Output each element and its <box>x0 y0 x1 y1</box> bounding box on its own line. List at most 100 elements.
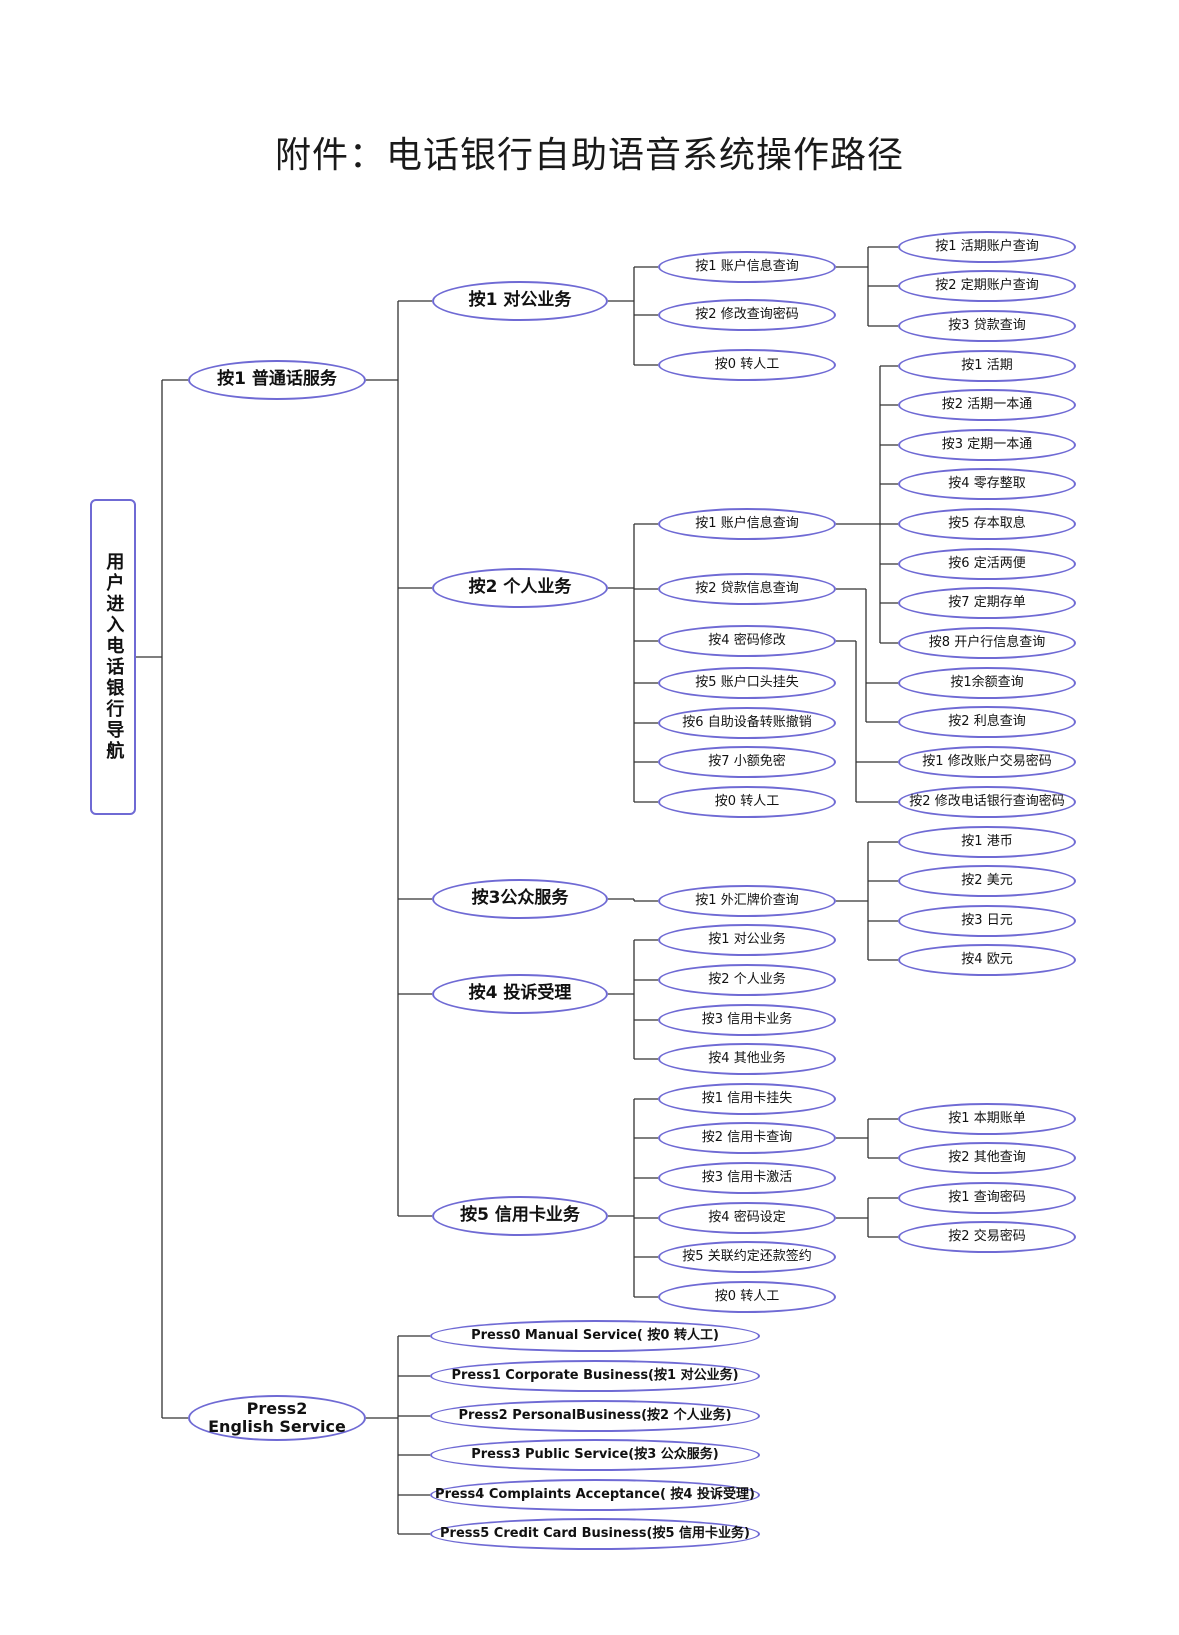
node-label: 按5 账户口头挂失 <box>695 674 799 690</box>
node-label: 按1 对公业务 <box>708 931 786 947</box>
node-label: 按2 修改查询密码 <box>695 306 799 322</box>
node-press0-manual-service: Press0 Manual Service( 按0 转人工) <box>430 1320 760 1352</box>
node-label: 按2 个人业务 <box>708 971 786 987</box>
connector-n-c2-0 <box>836 841 898 961</box>
node-label: 按0 转人工 <box>714 1288 780 1304</box>
node-manual-service: 按0 转人工 <box>658 786 836 818</box>
node-credit-card-business: 按5 信用卡业务 <box>432 1196 608 1236</box>
node-label: Press5 Credit Card Business(按5 信用卡业务) <box>440 1525 750 1541</box>
node-label: 按2 修改电话银行查询密码 <box>909 793 1065 809</box>
node-personal-business: 按2 个人业务 <box>432 568 608 608</box>
node-label: 按4 其他业务 <box>708 1050 786 1066</box>
node-complaint-personal: 按2 个人业务 <box>658 964 836 996</box>
node-label: 按0 转人工 <box>714 356 780 372</box>
node-fx-rate-query: 按1 外汇牌价查询 <box>658 885 836 917</box>
node-label: 按1 外汇牌价查询 <box>695 892 799 908</box>
node-label: 按1 港币 <box>961 833 1013 849</box>
connector-n-eng <box>366 1335 430 1535</box>
node-label-line1: Press2 <box>246 1398 308 1418</box>
connector-n-c4 <box>608 1098 658 1298</box>
node-branch-info-query: 按8 开户行信息查询 <box>898 627 1076 659</box>
node-label: 按2 定期账户查询 <box>935 277 1039 293</box>
node-label: 按5 关联约定还款签约 <box>682 1248 812 1264</box>
node-complaint-other: 按4 其他业务 <box>658 1043 836 1075</box>
node-self-service-transfer-reversal: 按6 自助设备转账撤销 <box>658 707 836 739</box>
node-verbal-loss-report: 按5 账户口头挂失 <box>658 667 836 699</box>
node-label: 按2 交易密码 <box>948 1228 1026 1244</box>
node-fixed-passbook: 按3 定期一本通 <box>898 429 1076 461</box>
node-change-query-password: 按2 修改查询密码 <box>658 299 836 331</box>
connector-n-root <box>136 379 188 1419</box>
connector-n-c1-2 <box>836 640 898 803</box>
node-current-passbook: 按2 活期一本通 <box>898 389 1076 421</box>
node-label: 按8 开户行信息查询 <box>928 634 1046 650</box>
node-password-setting: 按4 密码设定 <box>658 1202 836 1234</box>
node-label: 按1余额查询 <box>950 674 1024 690</box>
node-lump-sum-deposit: 按4 零存整取 <box>898 468 1076 500</box>
connector-n-c1-1 <box>836 588 898 723</box>
connector-n-mand <box>366 300 432 1217</box>
node-auto-repayment-signup: 按5 关联约定还款签约 <box>658 1241 836 1273</box>
node-interest-query: 按2 利息查询 <box>898 706 1076 738</box>
node-label: 按3 信用卡激活 <box>701 1169 793 1185</box>
node-label: 按1 普通话服务 <box>217 369 337 390</box>
node-label: 按1 活期账户查询 <box>935 238 1039 254</box>
connector-n-c0-0 <box>836 246 898 327</box>
node-password-change: 按4 密码修改 <box>658 625 836 657</box>
node-label: 按1 活期 <box>961 357 1013 373</box>
node-label: Press3 Public Service(按3 公众服务) <box>471 1446 719 1462</box>
connector-n-c4-3 <box>836 1197 898 1238</box>
node-label: 按4 密码设定 <box>708 1209 786 1225</box>
node-label: 按4 投诉受理 <box>468 983 572 1004</box>
connector-n-c2 <box>608 898 658 902</box>
node-fixed-current-flexible: 按6 定活两便 <box>898 548 1076 580</box>
node-account-info-query: 按1 账户信息查询 <box>658 251 836 283</box>
node-label: 按1 对公业务 <box>468 290 572 311</box>
node-card-query: 按2 信用卡查询 <box>658 1122 836 1154</box>
node-label: Press0 Manual Service( 按0 转人工) <box>471 1327 719 1343</box>
node-label: 按5 信用卡业务 <box>460 1205 580 1226</box>
node-hkd: 按1 港币 <box>898 826 1076 858</box>
connector-n-c1-0 <box>836 365 898 644</box>
node-label: 按2 利息查询 <box>948 713 1026 729</box>
node-balance-query: 按1余额查询 <box>898 667 1076 699</box>
node-label: 按4 欧元 <box>961 951 1013 967</box>
node-label: 按1 信用卡挂失 <box>701 1090 793 1106</box>
page-title: 附件：电话银行自助语音系统操作路径 <box>274 135 904 176</box>
node-fixed-deposit-receipt: 按7 定期存单 <box>898 587 1076 619</box>
node-public-service: 按3公众服务 <box>432 879 608 919</box>
node-manual-service: 按0 转人工 <box>658 1281 836 1313</box>
node-label: Press4 Complaints Acceptance( 按4 投诉受理) <box>435 1486 755 1502</box>
node-complaints: 按4 投诉受理 <box>432 974 608 1014</box>
node-other-query: 按2 其他查询 <box>898 1142 1076 1174</box>
node-label: 按6 自助设备转账撤销 <box>682 714 812 730</box>
node-mandarin-service: 按1 普通话服务 <box>188 360 366 400</box>
node-label: Press1 Corporate Business(按1 对公业务) <box>451 1367 739 1383</box>
node-small-amount-password-free: 按7 小额免密 <box>658 746 836 778</box>
node-label: 按3 信用卡业务 <box>701 1011 793 1027</box>
node-label: 按1 账户信息查询 <box>695 515 799 531</box>
node-change-transaction-password: 按1 修改账户交易密码 <box>898 746 1076 778</box>
node-label: 按1 修改账户交易密码 <box>922 753 1052 769</box>
node-label: 按5 存本取息 <box>948 515 1026 531</box>
node-label: 按2 其他查询 <box>948 1149 1026 1165</box>
node-press5-credit-card-business: Press5 Credit Card Business(按5 信用卡业务) <box>430 1518 760 1550</box>
node-press4-complaints: Press4 Complaints Acceptance( 按4 投诉受理) <box>430 1479 760 1511</box>
node-label: 按6 定活两便 <box>948 555 1026 571</box>
node-label: 按1 账户信息查询 <box>695 258 799 274</box>
node-loan-info-query: 按2 贷款信息查询 <box>658 573 836 605</box>
node-complaint-credit-card: 按3 信用卡业务 <box>658 1004 836 1036</box>
node-label: 按0 转人工 <box>714 793 780 809</box>
node-current: 按1 活期 <box>898 350 1076 382</box>
node-label: 按4 零存整取 <box>948 475 1026 491</box>
node-label: 按7 定期存单 <box>948 594 1026 610</box>
node-corporate-business: 按1 对公业务 <box>432 281 608 321</box>
node-label: 按2 活期一本通 <box>941 396 1033 412</box>
node-loan-query: 按3 贷款查询 <box>898 310 1076 342</box>
node-transaction-password: 按2 交易密码 <box>898 1221 1076 1253</box>
node-press1-corporate-business: Press1 Corporate Business(按1 对公业务) <box>430 1360 760 1392</box>
node-english-service: Press2 English Service <box>188 1395 366 1441</box>
node-usd: 按2 美元 <box>898 865 1076 897</box>
